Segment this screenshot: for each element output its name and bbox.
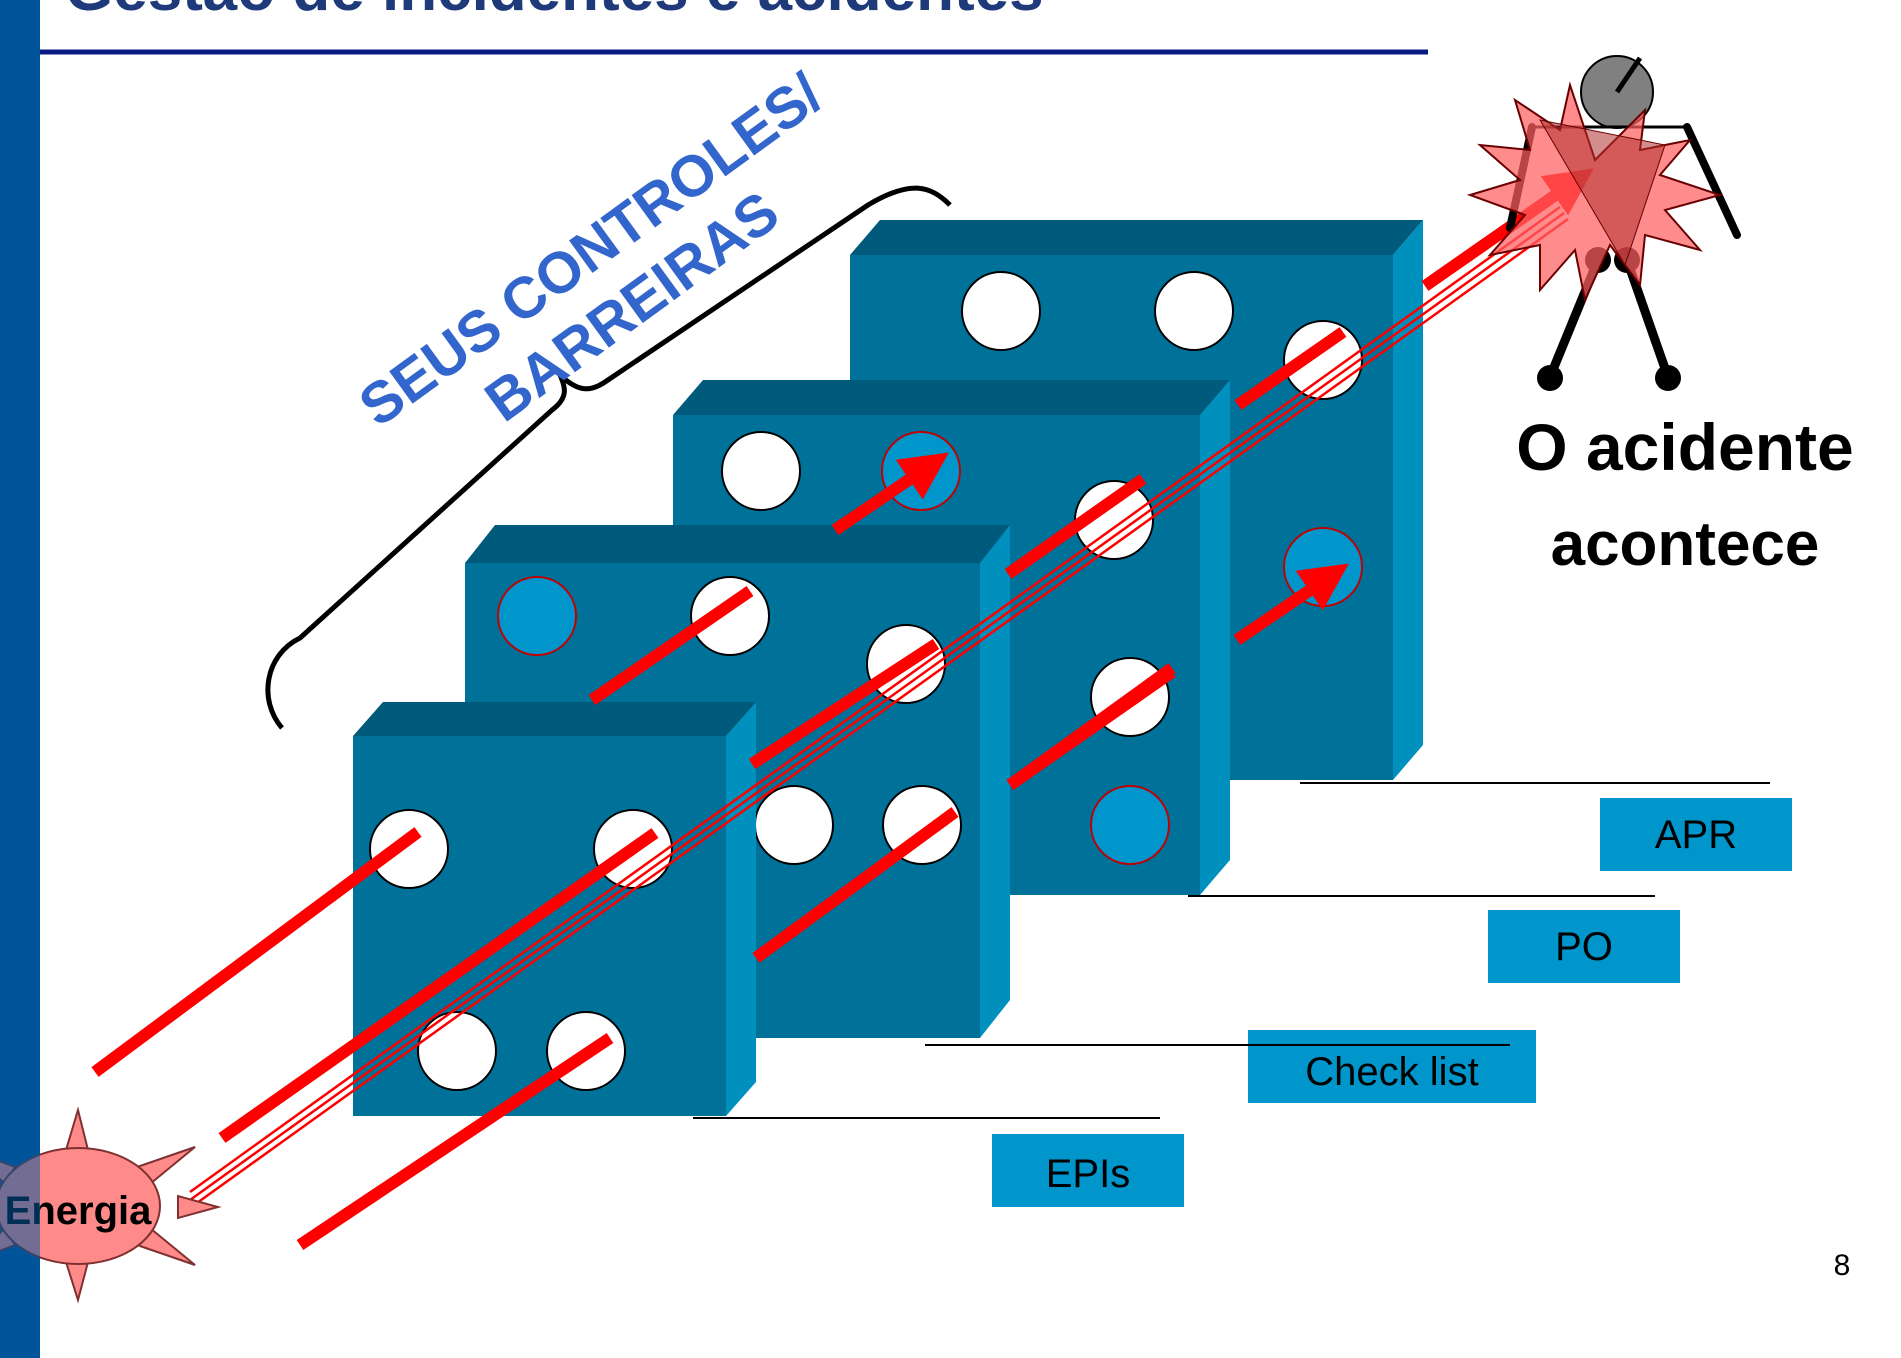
accident-label-line2: acontece bbox=[1551, 510, 1820, 579]
hazard-trajectories-mid bbox=[1004, 474, 1147, 579]
hazard-trajectories bbox=[91, 327, 1347, 1250]
accident-label-line1: O acidente bbox=[1516, 410, 1853, 484]
barrier-label-apr: APR bbox=[1600, 798, 1792, 871]
barrier-block-1 bbox=[353, 702, 756, 1116]
barrier-label-po: PO bbox=[1488, 910, 1680, 983]
page-number: 8 bbox=[1834, 1249, 1851, 1282]
main-trajectory bbox=[189, 205, 1569, 1210]
explosion-star-icon bbox=[1466, 81, 1724, 304]
barrier-label-po-text: PO bbox=[1555, 925, 1613, 969]
barrier-label-epis-text: EPIs bbox=[1046, 1152, 1130, 1196]
barrier-label-epis: EPIs bbox=[992, 1134, 1184, 1207]
left-accent-bar-overlay bbox=[0, 1120, 40, 1358]
barrier-label-checklist: Check list bbox=[1248, 1030, 1536, 1103]
slide-title: Gestão de incidentes e acidentes bbox=[65, 0, 1044, 24]
barrier-label-checklist-text: Check list bbox=[1305, 1050, 1478, 1094]
brace bbox=[265, 185, 952, 730]
barrier-label-apr-text: APR bbox=[1655, 813, 1737, 857]
